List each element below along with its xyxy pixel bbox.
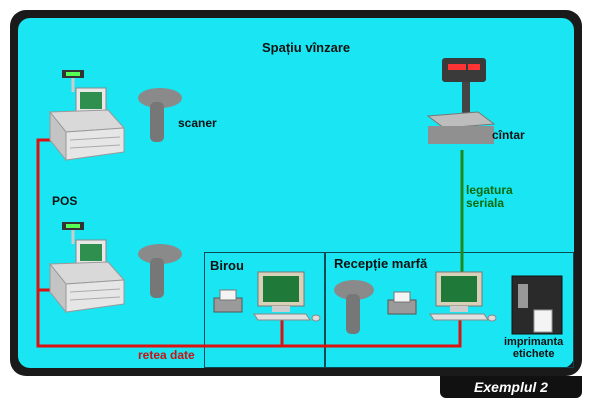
label-printer-label-line2: etichete (512, 348, 555, 360)
scanner-1 (138, 88, 182, 142)
pos-label: POS (52, 194, 78, 208)
office-printer (213, 289, 243, 313)
pos-terminal-1 (48, 70, 126, 162)
receiving-computer (429, 271, 497, 322)
office-computer (253, 271, 321, 322)
serial-link-label-line2: seriala (466, 196, 505, 210)
receiving-printer (387, 291, 417, 315)
receiving-room (324, 252, 574, 368)
example-badge: Exemplul 2 (440, 376, 582, 398)
sales-area-label: Spațiu vînzare (262, 40, 351, 55)
receiving-label: Recepție marfă (334, 256, 428, 271)
data-network-label: retea date (138, 348, 195, 362)
example-label: Exemplul 2 (474, 379, 548, 395)
pos-terminal-2 (48, 222, 126, 314)
scanner-label: scaner (178, 116, 217, 130)
scanner-2 (138, 244, 182, 298)
office-room (204, 252, 326, 368)
scale (426, 58, 496, 144)
label-printer (511, 275, 563, 335)
office-label: Birou (210, 258, 244, 273)
serial-link-label-line1: legatura (466, 183, 513, 197)
scale-label: cîntar (492, 128, 525, 142)
receiving-scanner (334, 280, 374, 334)
label-printer-label-line1: imprimanta (504, 336, 564, 348)
serial-link-label: legatura seriala (466, 184, 513, 210)
label-printer-label: imprimanta etichete (504, 336, 563, 360)
